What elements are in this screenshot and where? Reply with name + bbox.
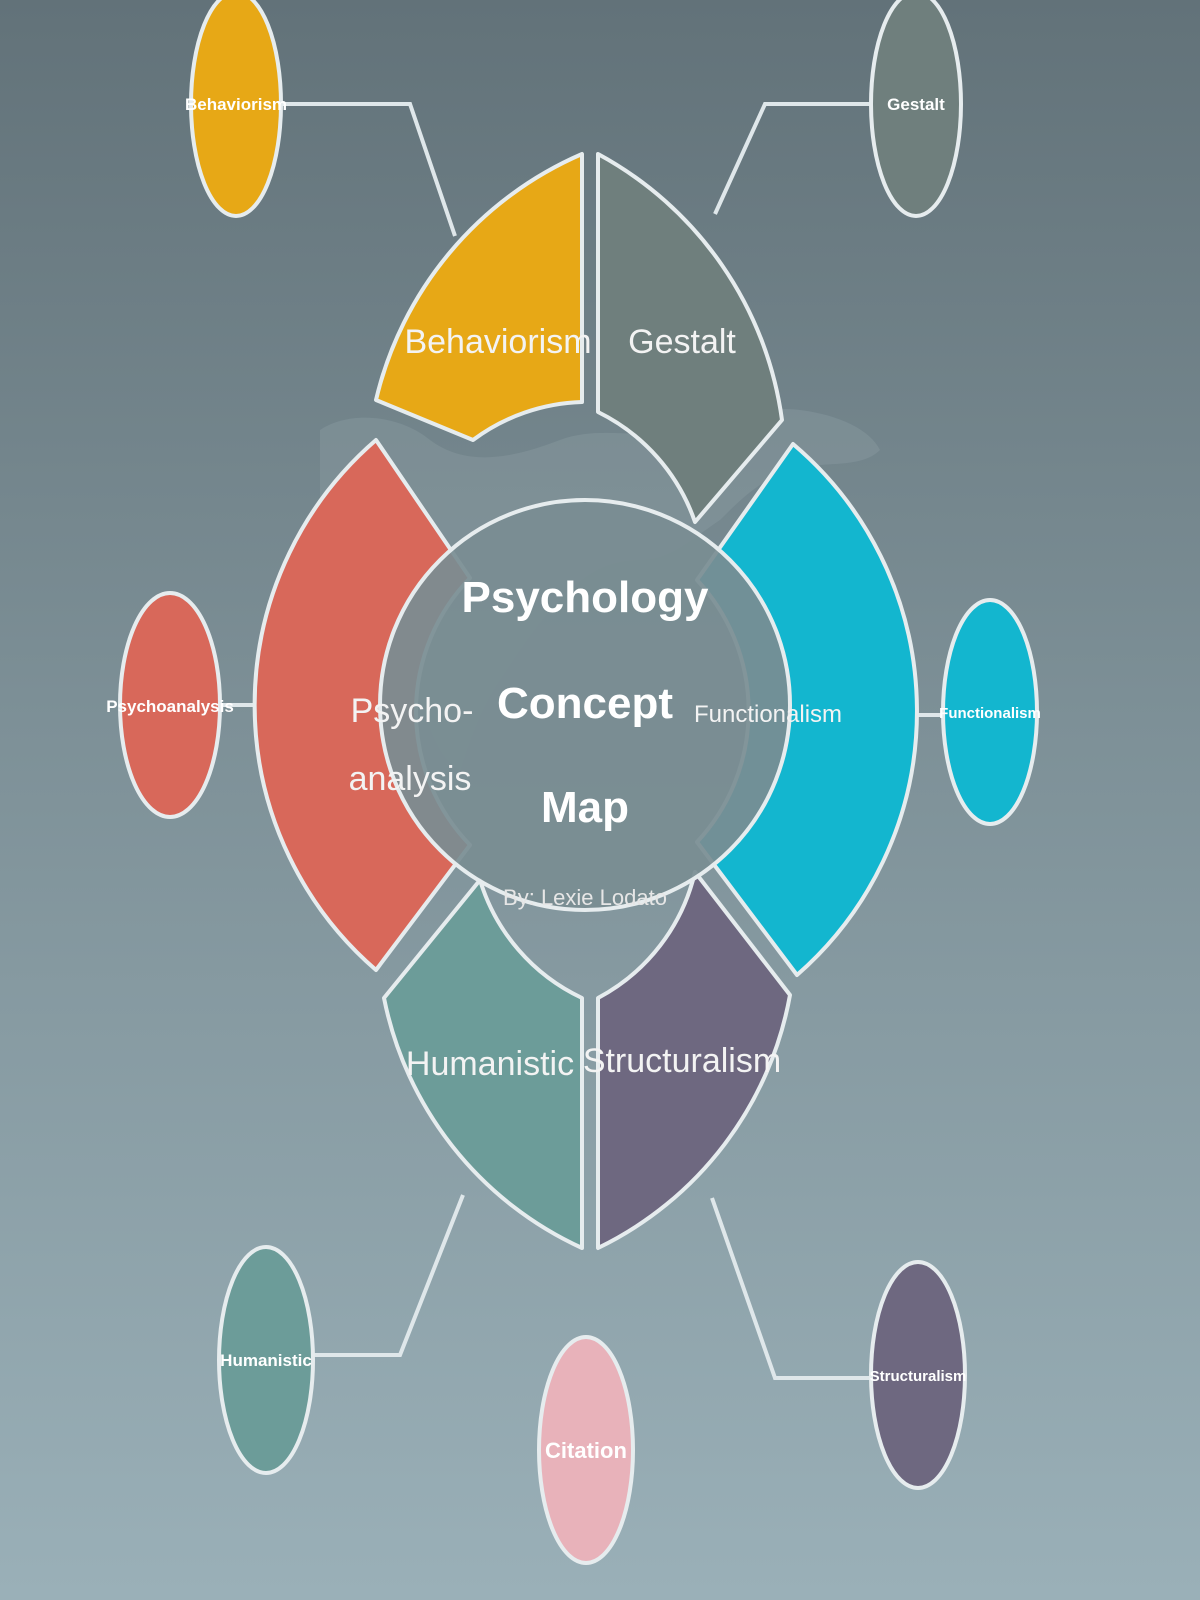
bubble-citation[interactable] [537,1335,635,1565]
segment-label-psychoanalysis-2: analysis [349,760,472,798]
title-line-1: Psychology [462,573,709,622]
bubble-gestalt[interactable] [869,0,963,218]
bubble-label-citation: Citation [545,1438,627,1463]
segment-label-functionalism: Functionalism [694,701,842,728]
bubble-functionalism[interactable] [941,598,1039,826]
bubble-label-functionalism: Functionalism [939,705,1041,722]
bubble-label-behaviorism: Behaviorism [185,95,287,114]
connector-humanistic [313,1194,465,1357]
bubble-psychoanalysis[interactable] [118,591,222,819]
center-hub [378,498,792,912]
segment-label-structuralism: Structuralism [583,1042,781,1080]
segment-label-gestalt: Gestalt [628,323,736,361]
bubble-label-psychoanalysis: Psychoanalysis [106,697,234,716]
connector-behaviorism [281,102,457,237]
segment-labels: Behaviorism Gestalt Functionalism Struct… [349,323,842,1083]
bubble-humanistic[interactable] [217,1245,315,1475]
connector-gestalt [713,102,871,215]
bubble-label-humanistic: Humanistic [220,1351,312,1370]
bubble-label-structuralism: Structuralism [870,1368,967,1385]
outer-bubbles [118,0,1039,1565]
title-line-2: Concept [497,679,673,728]
center-title: Psychology Concept Map By: Lexie Lodato [462,573,709,910]
segment-label-humanistic: Humanistic [406,1045,574,1083]
segment-gestalt[interactable] [596,152,784,524]
segment-structuralism[interactable] [596,870,792,1250]
bubble-behaviorism[interactable] [189,0,283,218]
bubble-label-gestalt: Gestalt [887,95,945,114]
concept-wheel [252,152,919,1250]
segment-humanistic[interactable] [382,878,584,1250]
author-credit: By: Lexie Lodato [503,885,667,910]
bubble-structuralism[interactable] [869,1260,967,1490]
bubble-labels: Behaviorism Gestalt Psychoanalysis Funct… [106,95,1041,1463]
segment-label-behaviorism: Behaviorism [404,323,591,361]
title-line-3: Map [541,783,629,832]
segment-label-psychoanalysis-1: Psycho- [351,692,474,730]
connector-structuralism [710,1197,871,1380]
segment-behaviorism[interactable] [374,152,584,442]
